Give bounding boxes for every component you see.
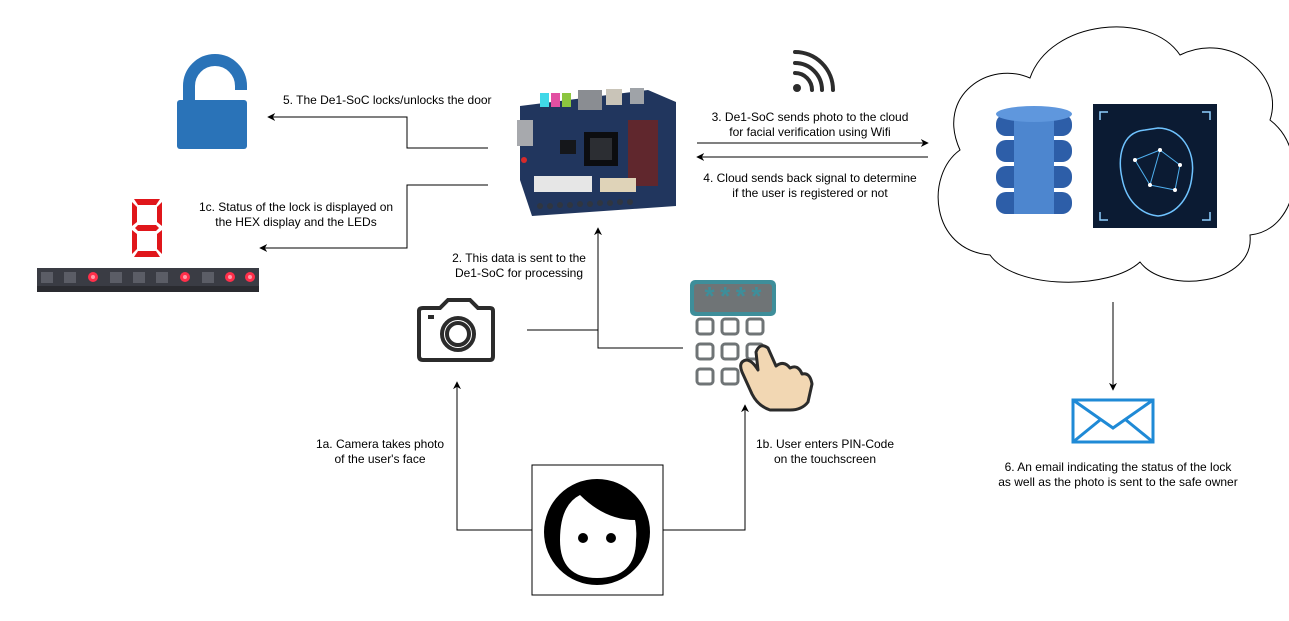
step-4-label: 4. Cloud sends back signal to determine … (703, 171, 917, 200)
arrow-keypad (663, 404, 749, 531)
database-icon (996, 106, 1072, 214)
step-1a-label: 1a. Camera takes photo of the user's fac… (315, 437, 445, 466)
hand-icon (739, 344, 814, 412)
keypad-display-text: **** (702, 284, 764, 314)
keypad-icon (690, 280, 776, 386)
step-1c-label: 1c. Status of the lock is displayed on t… (198, 200, 394, 229)
wifi-icon (793, 50, 835, 92)
arrow-hex (259, 184, 488, 252)
step-1b-label: 1b. User enters PIN-Code on the touchscr… (755, 437, 895, 466)
email-icon (1071, 398, 1155, 444)
step-6-label: 6. An email indicating the status of the… (998, 460, 1238, 489)
user-face-icon (531, 464, 664, 596)
arrow-lock (267, 113, 488, 149)
de1-soc-board-icon (517, 88, 676, 216)
camera-icon (417, 298, 495, 362)
led-strip-icon (37, 268, 259, 292)
arrow-camera (453, 381, 532, 531)
lock-icon (177, 54, 247, 149)
arrow-to-board (594, 227, 683, 349)
step-2-label: 2. This data is sent to the De1-SoC for … (452, 251, 586, 280)
face-recognition-icon (1093, 104, 1217, 228)
step-3-label: 3. De1-SoC sends photo to the cloud for … (711, 110, 909, 139)
step-5-label: 5. The De1-SoC locks/unlocks the door (283, 93, 492, 107)
seven-segment-icon (132, 199, 162, 257)
connectors (259, 113, 1117, 531)
